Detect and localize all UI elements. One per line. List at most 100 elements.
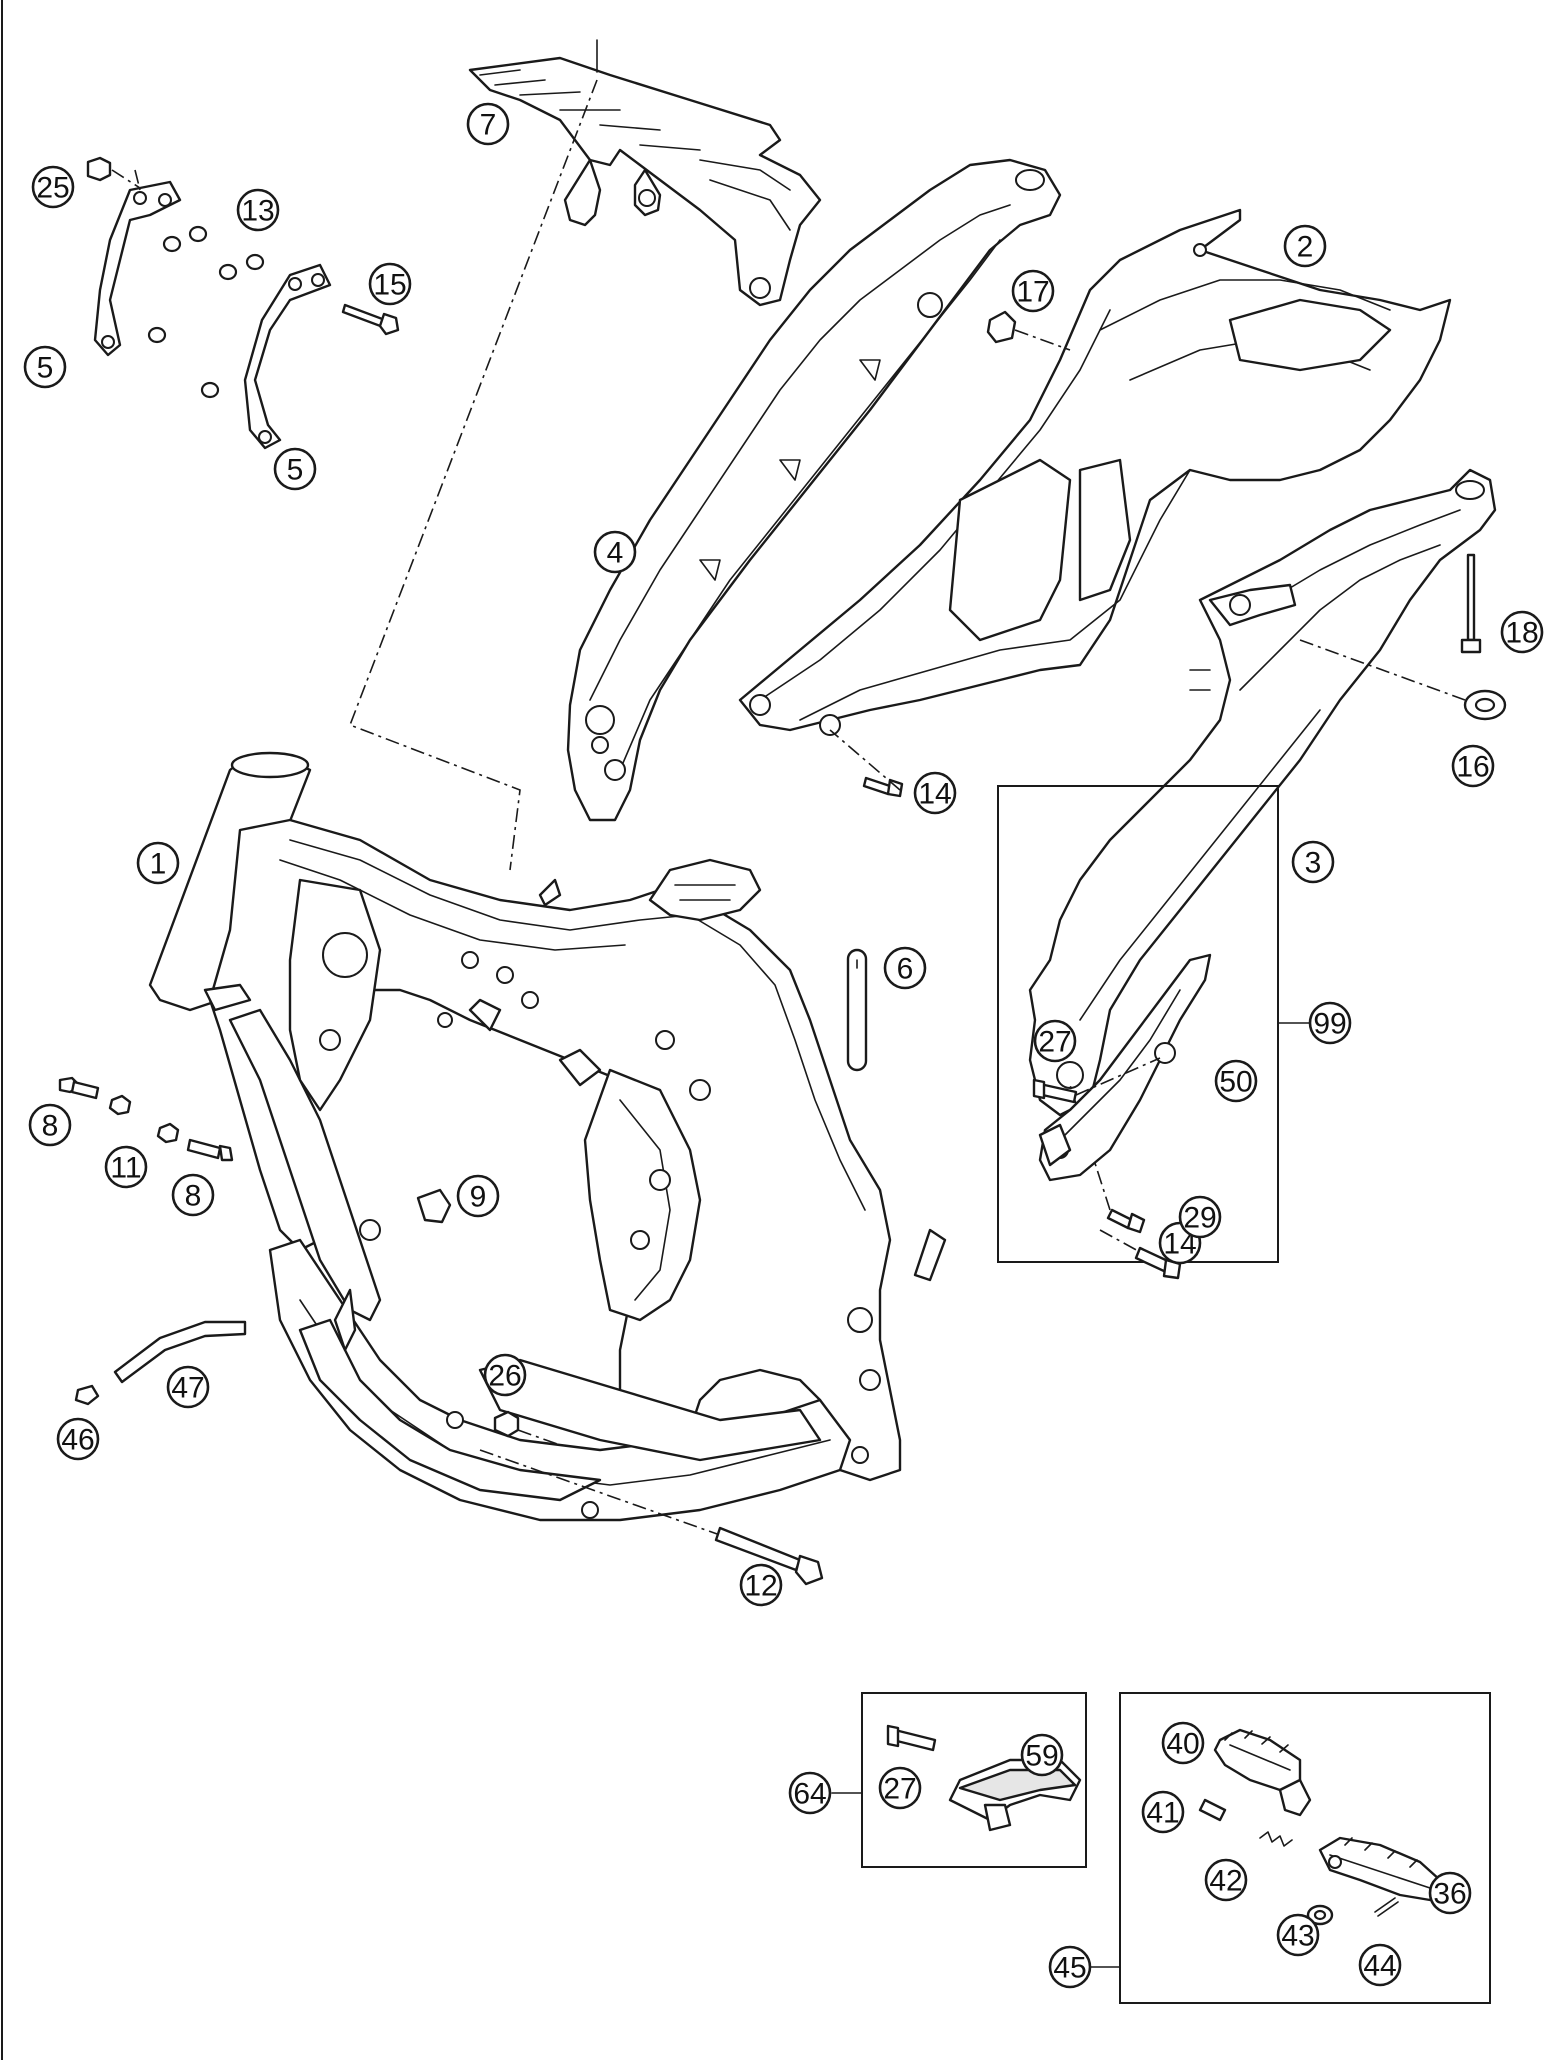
callout-18: 18 — [1500, 610, 1544, 654]
svg-text:4: 4 — [607, 537, 624, 570]
svg-text:16: 16 — [1456, 751, 1489, 784]
svg-text:18: 18 — [1505, 617, 1538, 650]
hose-47-part — [113, 1320, 247, 1384]
svg-text:11: 11 — [110, 1152, 141, 1185]
callout-41: 41 — [1141, 1790, 1185, 1834]
cotter-pin-44-part — [1374, 1897, 1399, 1917]
bolt-8b-part — [186, 1138, 234, 1162]
svg-text:6: 6 — [897, 953, 914, 986]
svg-text:26: 26 — [488, 1360, 521, 1393]
nut-26-part — [493, 1410, 561, 1446]
kit-box-99 — [997, 785, 1279, 1263]
svg-text:8: 8 — [185, 1180, 202, 1213]
svg-text:9: 9 — [470, 1181, 487, 1214]
pin-41-part — [1198, 1798, 1227, 1822]
nut-11b-part — [156, 1122, 180, 1144]
svg-text:7: 7 — [480, 109, 497, 142]
callout-11: 11 — [104, 1145, 148, 1189]
svg-text:40: 40 — [1166, 1728, 1199, 1761]
left-side-panel-part — [566, 158, 1062, 822]
svg-text:2: 2 — [1297, 231, 1314, 264]
callout-50: 50 — [1214, 1059, 1258, 1103]
main-frame-part — [148, 751, 947, 1522]
bolt-27-kit99-part — [1032, 1057, 1161, 1104]
svg-text:29: 29 — [1183, 1202, 1216, 1235]
callout-16: 16 — [1451, 744, 1495, 788]
grommet-16-part — [1299, 639, 1507, 721]
callout-8b: 8 — [171, 1173, 215, 1217]
callout-27-kit64: 27 — [878, 1766, 922, 1810]
svg-text:14: 14 — [918, 778, 951, 811]
washer-43-part — [1306, 1904, 1334, 1926]
svg-text:59: 59 — [1025, 1740, 1058, 1773]
svg-text:17: 17 — [1016, 276, 1049, 309]
grommet-17-part — [986, 310, 1071, 351]
callout-99: 99 — [1308, 1001, 1352, 1045]
callout-17: 17 — [1011, 269, 1055, 313]
callout-47: 47 — [166, 1365, 210, 1409]
bolt-8a-part — [58, 1076, 100, 1100]
callout-2: 2 — [1283, 224, 1327, 268]
callout-7: 7 — [466, 102, 510, 146]
bolt-27-kit64-part — [886, 1724, 937, 1752]
callout-43: 43 — [1276, 1913, 1320, 1957]
callout-3: 3 — [1291, 840, 1335, 884]
callout-45: 45 — [1048, 1945, 1092, 1989]
callout-14a: 14 — [913, 771, 957, 815]
callout-26: 26 — [483, 1353, 527, 1397]
callout-36: 36 — [1428, 1871, 1472, 1915]
spring-42-part — [1259, 1831, 1293, 1847]
clip-9-part — [416, 1188, 452, 1224]
svg-text:99: 99 — [1313, 1008, 1346, 1041]
callout-9: 9 — [456, 1174, 500, 1218]
footrest-right-part — [1318, 1836, 1442, 1902]
callout-12: 12 — [739, 1563, 783, 1607]
callout-8a: 8 — [28, 1103, 72, 1147]
clip-46-part — [74, 1384, 100, 1406]
strap-6-part — [846, 948, 868, 1072]
svg-text:36: 36 — [1433, 1878, 1466, 1911]
svg-text:46: 46 — [61, 1424, 94, 1457]
callout-6: 6 — [883, 946, 927, 990]
pin-18-part — [1460, 553, 1482, 654]
leader-engine-guard — [348, 79, 598, 871]
svg-text:1: 1 — [150, 848, 167, 881]
svg-text:15: 15 — [373, 269, 406, 302]
svg-text:5: 5 — [37, 352, 54, 385]
callout-27-kit99: 27 — [1033, 1019, 1077, 1063]
svg-text:44: 44 — [1363, 1950, 1396, 1983]
svg-text:3: 3 — [1305, 847, 1322, 880]
svg-text:42: 42 — [1209, 1865, 1242, 1898]
nut-11a-part — [108, 1094, 132, 1116]
svg-text:43: 43 — [1281, 1920, 1314, 1953]
callout-13: 13 — [236, 188, 280, 232]
bracket-left-part — [93, 180, 182, 357]
long-bolt-12-part — [479, 1449, 824, 1586]
svg-text:47: 47 — [171, 1372, 204, 1405]
svg-text:8: 8 — [42, 1110, 59, 1143]
svg-text:50: 50 — [1219, 1066, 1252, 1099]
svg-text:5: 5 — [287, 454, 304, 487]
nut-25-part — [86, 156, 141, 189]
callout-1: 1 — [136, 841, 180, 885]
callout-25: 25 — [31, 165, 75, 209]
svg-text:25: 25 — [36, 172, 69, 205]
footrest-left-part — [1213, 1728, 1312, 1817]
callout-29: 29 — [1178, 1195, 1222, 1239]
right-side-panel-part — [1028, 468, 1497, 1117]
callout-15: 15 — [368, 262, 412, 306]
svg-text:13: 13 — [241, 195, 274, 228]
leader-14a — [829, 729, 901, 791]
callout-44: 44 — [1358, 1943, 1402, 1987]
callout-59: 59 — [1020, 1733, 1064, 1777]
svg-text:12: 12 — [744, 1570, 777, 1603]
callout-5b: 5 — [273, 447, 317, 491]
svg-text:64: 64 — [793, 1778, 826, 1811]
svg-text:27: 27 — [883, 1773, 916, 1806]
washers-13-part — [147, 225, 265, 399]
bolt-15-part — [341, 303, 400, 336]
callout-40: 40 — [1161, 1721, 1205, 1765]
rear-subframe-part — [738, 208, 1452, 736]
kit-box-64 — [861, 1692, 1087, 1868]
